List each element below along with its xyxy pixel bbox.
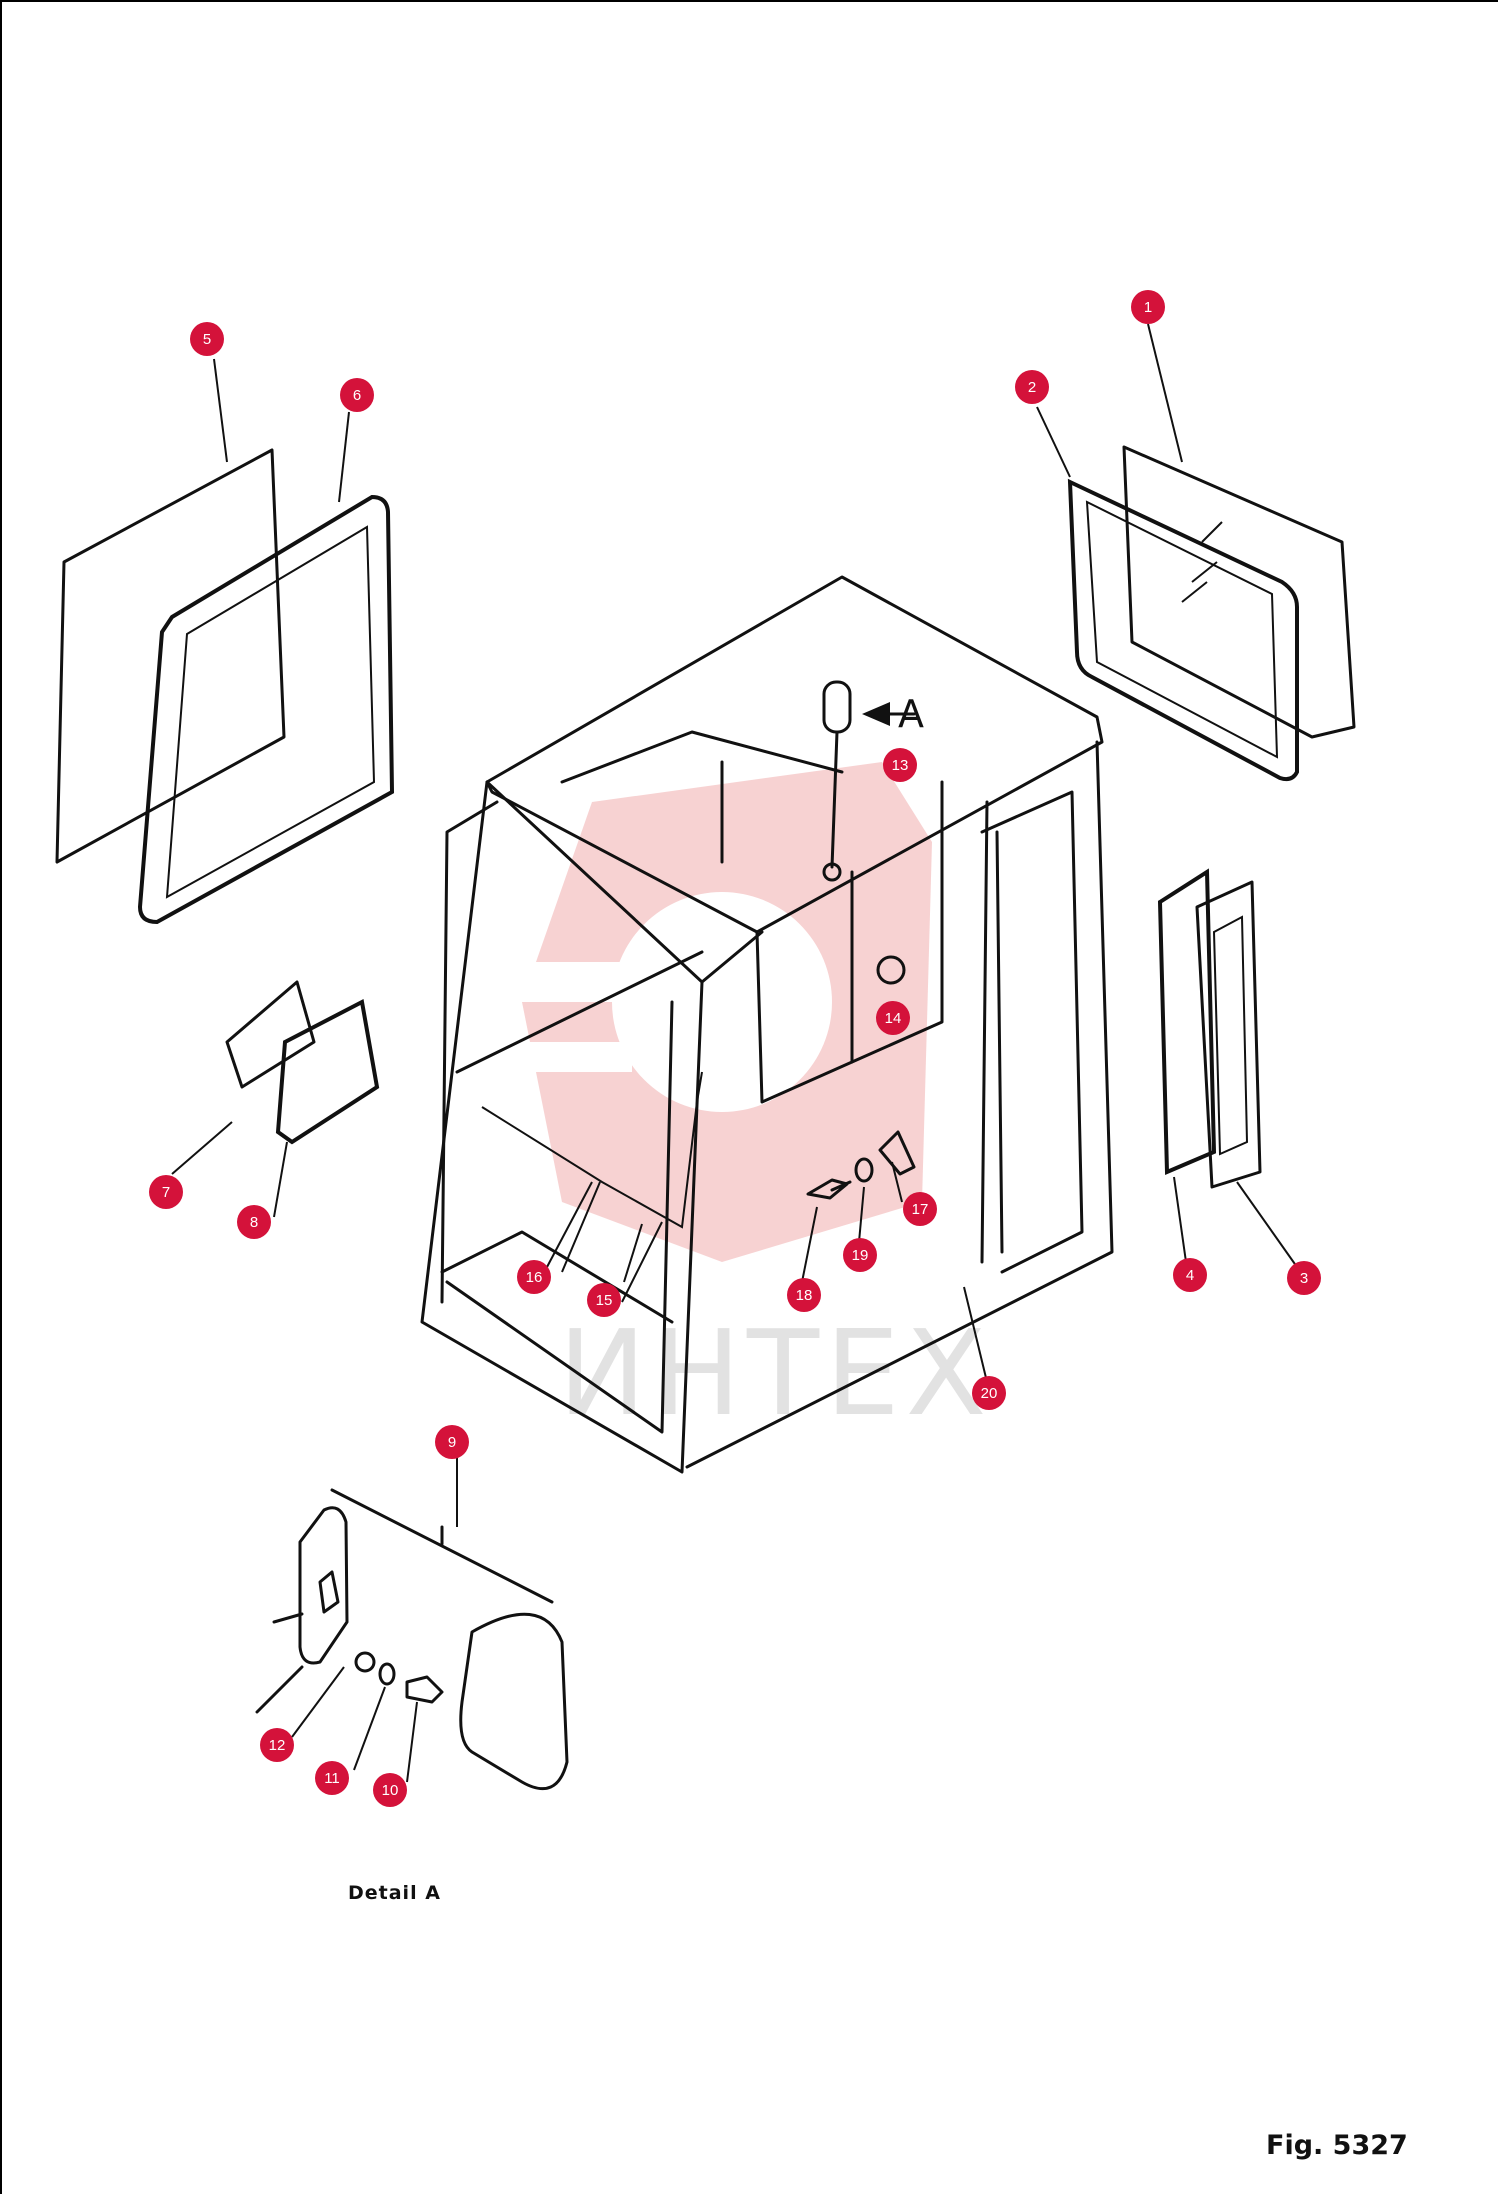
mirror-glass — [459, 1612, 569, 1791]
arrow-a-icon — [862, 702, 890, 726]
callout-5[interactable]: 5 — [190, 322, 224, 356]
callout-10[interactable]: 10 — [373, 1773, 407, 1807]
callout-13[interactable]: 13 — [883, 748, 917, 782]
part-11-washer — [378, 1662, 396, 1686]
mirror-base — [298, 1506, 349, 1665]
part-10-bolt — [405, 1675, 444, 1704]
part-6-weatherstrip — [137, 494, 395, 925]
detail-label: Detail A — [348, 1882, 441, 1904]
part-15-16-wiring — [481, 1071, 703, 1229]
callout-7[interactable]: 7 — [149, 1175, 183, 1209]
mirror-head — [822, 680, 852, 734]
part-9-bracket — [330, 1488, 554, 1604]
part-12-washer — [354, 1651, 376, 1673]
view-arrow-label: A — [898, 692, 924, 736]
part-2-weatherstrip — [1067, 478, 1299, 782]
callout-8[interactable]: 8 — [237, 1205, 271, 1239]
part-5-glass — [55, 448, 286, 864]
part-4-weatherstrip — [1157, 868, 1217, 1175]
callout-12[interactable]: 12 — [260, 1728, 294, 1762]
part-3-glass — [1195, 880, 1262, 1189]
callout-2[interactable]: 2 — [1015, 370, 1049, 404]
watermark-text: ИНТЕХ — [558, 1304, 993, 1442]
callout-6[interactable]: 6 — [340, 378, 374, 412]
callout-9[interactable]: 9 — [435, 1425, 469, 1459]
part-1-glass — [1122, 445, 1356, 739]
callout-17[interactable]: 17 — [903, 1192, 937, 1226]
figure-number: Fig. 5327 — [1266, 2130, 1408, 2161]
cab-body — [420, 575, 1114, 1474]
part-18-bolt — [806, 1178, 852, 1200]
callout-18[interactable]: 18 — [787, 1278, 821, 1312]
callout-20[interactable]: 20 — [972, 1376, 1006, 1410]
callout-3[interactable]: 3 — [1287, 1261, 1321, 1295]
part-7-glass — [225, 980, 316, 1089]
part-8-weatherstrip — [275, 998, 380, 1145]
callout-11[interactable]: 11 — [315, 1761, 349, 1795]
callout-16[interactable]: 16 — [517, 1260, 551, 1294]
leader-lines — [171, 323, 1298, 1783]
callout-15[interactable]: 15 — [587, 1283, 621, 1317]
part-14-nut — [876, 955, 906, 985]
part-19-washer — [854, 1157, 874, 1183]
part-17-bracket — [878, 1130, 916, 1176]
callout-1[interactable]: 1 — [1131, 290, 1165, 324]
callout-4[interactable]: 4 — [1173, 1258, 1207, 1292]
callout-14[interactable]: 14 — [876, 1001, 910, 1035]
callout-19[interactable]: 19 — [843, 1238, 877, 1272]
